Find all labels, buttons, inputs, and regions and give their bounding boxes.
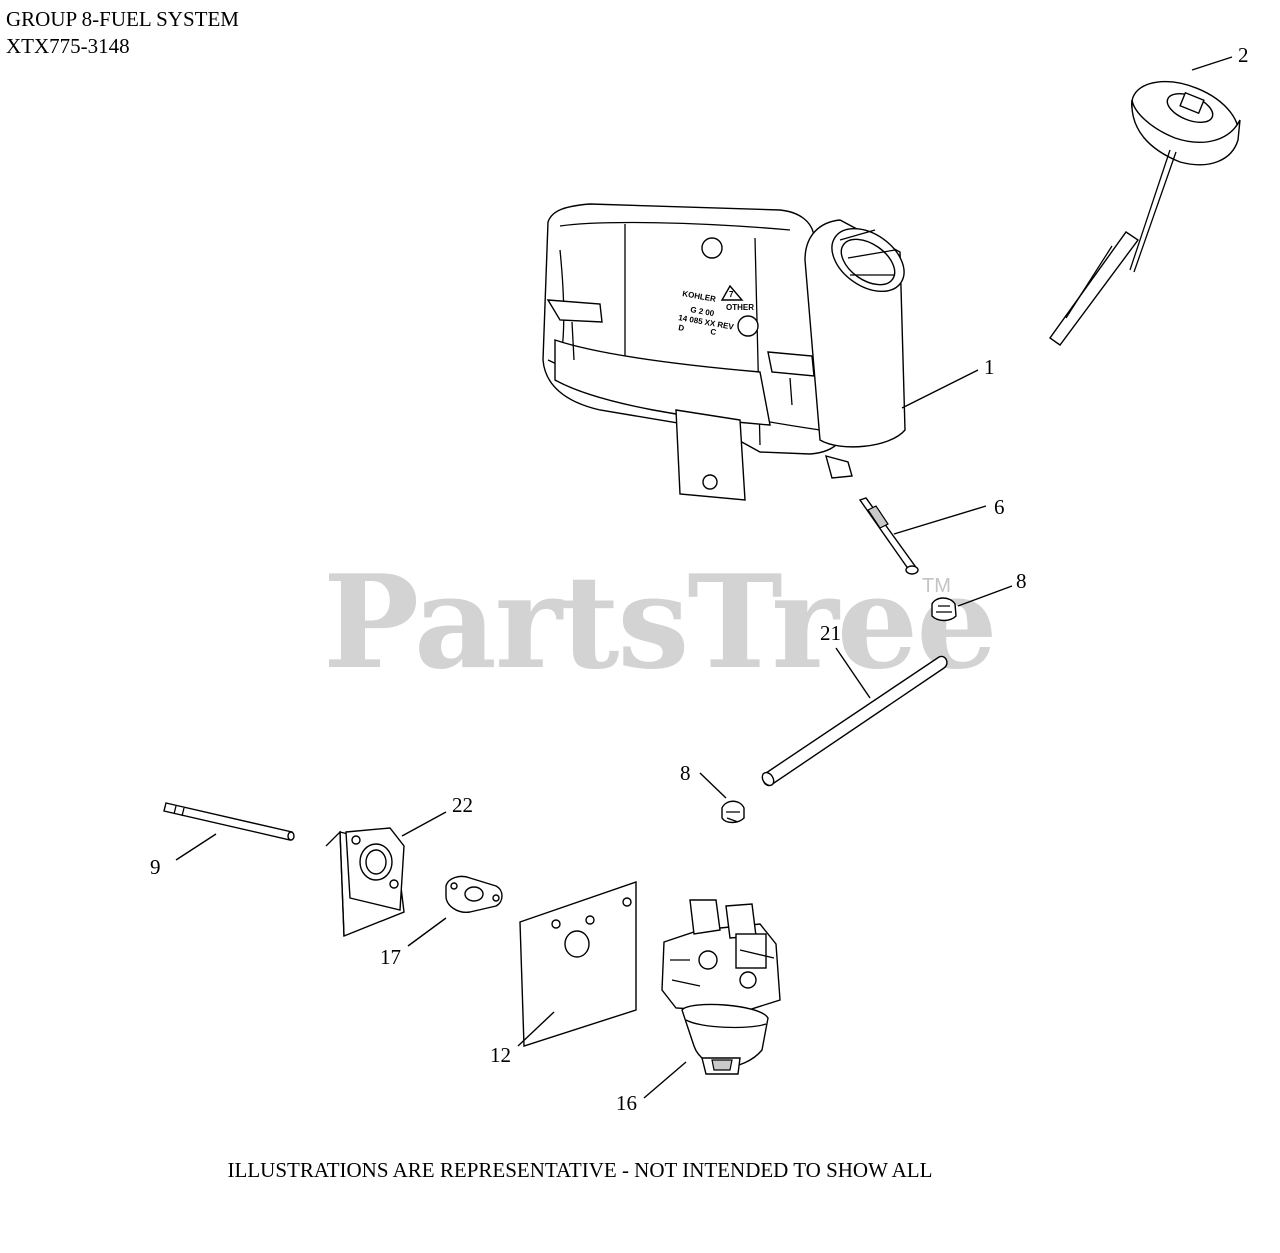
tank-marking-c: D [678,323,685,333]
part-gasket[interactable] [445,875,503,913]
part-heat-shield[interactable] [519,881,637,1047]
part-hose-clamp-lower[interactable] [721,800,745,824]
part-fuel-fitting[interactable] [858,497,919,575]
disclaimer-footer: ILLUSTRATIONS ARE REPRESENTATIVE - NOT I… [227,1158,933,1182]
callout-6: 6 [994,495,1005,519]
callout-1: 1 [984,355,995,379]
watermark-trademark: TM [922,575,951,597]
tank-marking-d: C [710,327,717,337]
callout-22: 22 [452,793,473,817]
tank-marking-a: G 2 00 [690,305,716,318]
callout-numbers: 1 2 6 8 21 8 9 22 17 12 16 [150,43,1249,1115]
callout-9: 9 [150,855,161,879]
part-carburetor[interactable] [661,899,781,1075]
callout-21: 21 [820,621,841,645]
tank-recycle-number: 7 [729,290,734,299]
part-fuel-cap[interactable] [1049,67,1249,346]
watermark: PartsTree [323,548,998,698]
callout-17: 17 [380,945,401,969]
leader-lines [175,56,1233,1099]
part-hose-clamp-upper[interactable] [931,597,957,622]
callout-2: 2 [1238,43,1249,67]
tank-recycle-label: OTHER [726,303,754,312]
callout-8-upper: 8 [1016,569,1027,593]
diagram-title: GROUP 8-FUEL SYSTEM [6,7,239,31]
model-number: XTX775-3148 [6,34,130,58]
callout-8-lower: 8 [680,761,691,785]
part-stud[interactable] [163,802,295,841]
part-spacer[interactable] [325,827,405,938]
part-fuel-line[interactable] [760,655,948,787]
part-fuel-tank[interactable]: KOHLER G 2 00 14 085 XX REV D C 7 OTHER [542,203,916,501]
callout-16: 16 [616,1091,637,1115]
callout-12: 12 [490,1043,511,1067]
